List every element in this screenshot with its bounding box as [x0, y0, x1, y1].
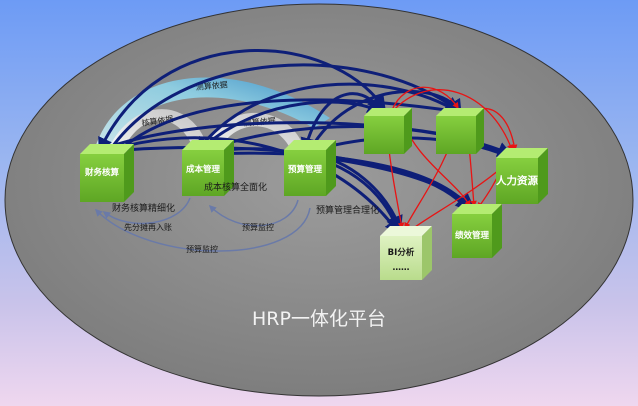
platform-title: HRP一体化平台 — [252, 308, 386, 330]
module-finance[interactable]: 财务核算 — [80, 144, 134, 202]
caption-cost: 成本核算全面化 — [204, 181, 267, 193]
flow-allocate-arrow — [102, 197, 191, 225]
module-performance-label: 绩效管理 — [455, 230, 490, 241]
module-cost-label: 成本管理 — [186, 164, 221, 175]
caption-finance: 财务核算精细化 — [112, 202, 175, 214]
navy-arrow — [104, 136, 400, 235]
module-bi-more: …… — [393, 263, 410, 273]
navy-arrow — [196, 82, 461, 153]
module-hidden-b[interactable] — [436, 108, 484, 154]
module-finance-label: 财务核算 — [84, 167, 120, 178]
module-bi-label: BI分析 — [388, 247, 415, 258]
navy-arrow — [108, 63, 461, 151]
module-cost[interactable]: 成本管理 — [182, 140, 234, 196]
module-budget[interactable]: 预算管理 — [284, 140, 336, 196]
flow-label-monitor-outer: 预算监控 — [186, 244, 218, 254]
flow-label-allocate: 先分摊再入账 — [124, 222, 172, 232]
red-arrow — [391, 89, 514, 152]
module-bi[interactable]: BI分析 …… — [380, 226, 432, 280]
navy-arrow — [300, 92, 382, 153]
module-performance[interactable]: 绩效管理 — [452, 204, 502, 258]
module-hr-label: 人力资源 — [496, 174, 538, 187]
module-budget-label: 预算管理 — [288, 164, 323, 175]
navy-arrow — [98, 49, 386, 153]
flow-monitor-outer-arrow — [94, 207, 311, 252]
module-hidden-a[interactable] — [364, 108, 412, 154]
red-arrow — [391, 86, 459, 111]
lower-flows — [94, 197, 311, 252]
flow-label-monitor-inner: 预算监控 — [242, 222, 274, 232]
caption-budget: 预算管理合理化 — [316, 204, 379, 216]
navy-arrows — [94, 49, 515, 235]
module-hr[interactable]: 人力资源 — [496, 148, 548, 204]
flow-monitor-inner-arrow — [208, 199, 299, 227]
